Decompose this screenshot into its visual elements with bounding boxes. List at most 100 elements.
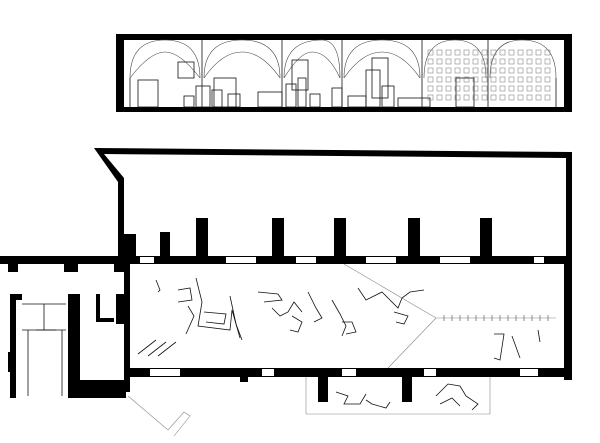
- exterior-path: [127, 395, 191, 437]
- lattice-cell: [427, 67, 434, 74]
- lattice-cell: [499, 58, 506, 65]
- lattice-cell: [427, 85, 434, 92]
- west-rooms: [0, 256, 126, 398]
- lattice-cell: [445, 58, 452, 65]
- lattice-cell: [499, 49, 506, 56]
- lattice-cell: [490, 85, 497, 92]
- lattice-cell: [445, 49, 452, 56]
- lattice-cell: [463, 67, 470, 74]
- lattice-cell: [454, 85, 461, 92]
- lattice-cell: [463, 85, 470, 92]
- section-floor: [116, 107, 572, 112]
- lattice-cell: [526, 94, 533, 101]
- lattice-cell: [490, 76, 497, 83]
- lattice-cell: [427, 94, 434, 101]
- lattice-cell: [472, 85, 479, 92]
- lattice-cell: [517, 76, 524, 83]
- lattice-cell: [436, 85, 443, 92]
- lattice-cell: [517, 49, 524, 56]
- hall-north-wall: [0, 218, 572, 264]
- lattice-cell: [508, 67, 515, 74]
- lattice-cell: [472, 58, 479, 65]
- lattice-cell: [463, 76, 470, 83]
- section-right-wall: [564, 34, 572, 112]
- lattice-cell: [463, 49, 470, 56]
- lattice-cell: [535, 58, 542, 65]
- lattice-cell: [544, 49, 551, 56]
- north-wall-openings: [140, 257, 544, 263]
- lattice-cell: [508, 85, 515, 92]
- lattice-cell: [454, 94, 461, 101]
- lattice-cell: [508, 58, 515, 65]
- lattice-cell: [436, 49, 443, 56]
- lattice-cell: [499, 76, 506, 83]
- lattice-cell: [454, 67, 461, 74]
- lattice-cell: [508, 49, 515, 56]
- lattice-cell: [526, 67, 533, 74]
- hall-east-wall: [564, 256, 572, 380]
- section-view: [116, 34, 572, 112]
- lattice-cell: [490, 67, 497, 74]
- lattice-cell: [490, 49, 497, 56]
- lattice-cell: [427, 58, 434, 65]
- south-wall-openings: [150, 369, 538, 376]
- lattice-cell: [499, 94, 506, 101]
- lattice-cell: [526, 76, 533, 83]
- lattice-cell: [454, 76, 461, 83]
- lattice-cell: [481, 49, 488, 56]
- lattice-cell: [481, 67, 488, 74]
- lattice-cell: [445, 94, 452, 101]
- lattice-cell: [472, 67, 479, 74]
- lattice-cell: [481, 58, 488, 65]
- lattice-cell: [526, 85, 533, 92]
- lattice-cell: [481, 94, 488, 101]
- lattice-cell: [454, 49, 461, 56]
- vault-arches: [129, 39, 557, 79]
- hall-south-wall: [124, 262, 572, 402]
- lattice-cell: [526, 49, 533, 56]
- lattice-cell: [535, 76, 542, 83]
- lattice-cell: [535, 85, 542, 92]
- lattice-cell: [490, 58, 497, 65]
- lattice-cell: [544, 94, 551, 101]
- lattice-cell: [436, 67, 443, 74]
- lattice-cell: [517, 85, 524, 92]
- lattice-cell: [445, 76, 452, 83]
- west-room-details: [22, 303, 66, 396]
- lattice-cell: [472, 94, 479, 101]
- lattice-cell: [490, 94, 497, 101]
- section-lattice: [427, 49, 551, 101]
- lattice-cell: [463, 94, 470, 101]
- section-roof: [116, 34, 572, 40]
- lattice-cell: [517, 94, 524, 101]
- lattice-cell: [544, 58, 551, 65]
- lattice-cell: [535, 49, 542, 56]
- lattice-cell: [436, 76, 443, 83]
- floor-plan-view: [0, 148, 572, 437]
- lattice-cell: [445, 67, 452, 74]
- lattice-cell: [508, 76, 515, 83]
- lattice-cell: [445, 85, 452, 92]
- lattice-cell: [427, 49, 434, 56]
- section-windows: [137, 57, 475, 108]
- lattice-cell: [535, 94, 542, 101]
- lattice-cell: [544, 76, 551, 83]
- lattice-cell: [463, 58, 470, 65]
- installation-objects: [137, 277, 541, 411]
- lattice-cell: [436, 58, 443, 65]
- lattice-cell: [526, 58, 533, 65]
- lattice-cell: [544, 85, 551, 92]
- lattice-cell: [517, 67, 524, 74]
- lattice-cell: [436, 94, 443, 101]
- circulation-lines: [343, 263, 556, 369]
- south-annex-outline: [305, 377, 491, 415]
- lattice-cell: [508, 94, 515, 101]
- lattice-cell: [472, 76, 479, 83]
- section-installations: [183, 69, 431, 108]
- lattice-cell: [535, 67, 542, 74]
- lattice-cell: [544, 67, 551, 74]
- lattice-cell: [481, 76, 488, 83]
- lattice-cell: [499, 85, 506, 92]
- lattice-cell: [472, 49, 479, 56]
